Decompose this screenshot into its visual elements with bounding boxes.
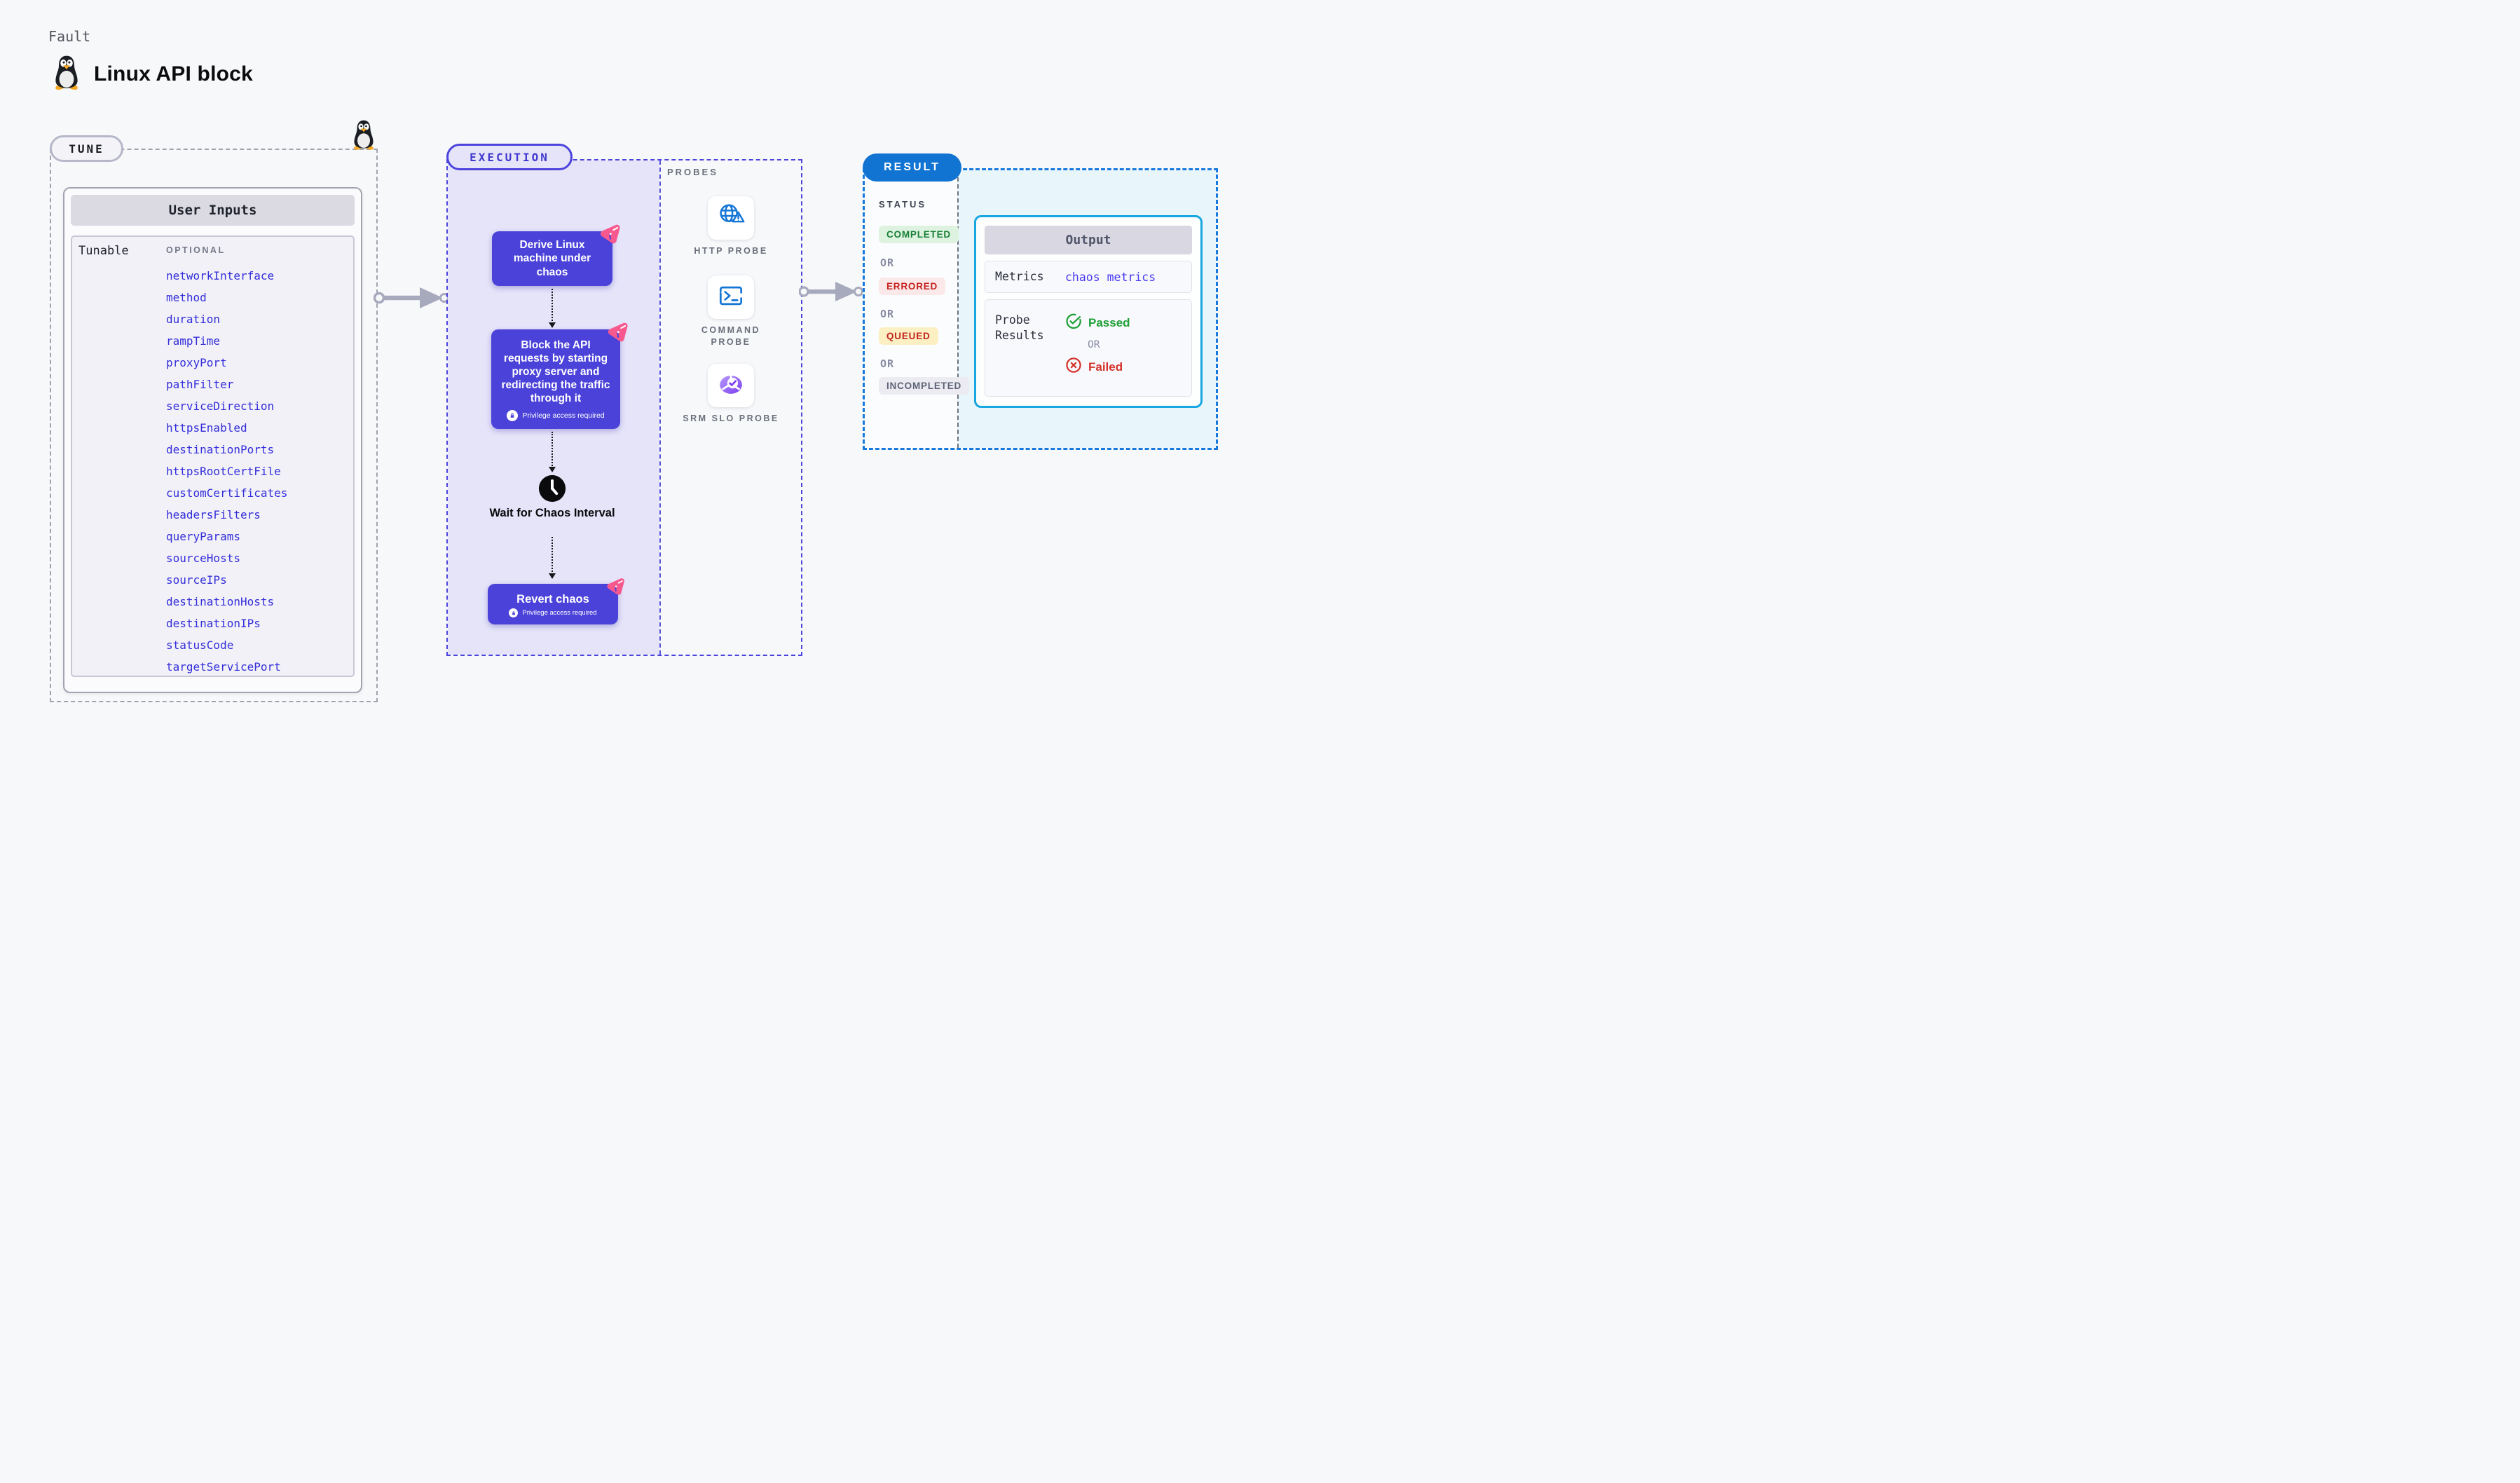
tune-section-box xyxy=(50,149,378,702)
execution-pill: EXECUTION xyxy=(446,144,573,170)
status-badge-queued: QUEUED xyxy=(879,327,938,345)
step-revert-chaos: Revert chaos Privilege access required xyxy=(488,578,624,624)
tune-pill: TUNE xyxy=(50,135,123,162)
wait-chaos-interval-label: Wait for Chaos Interval xyxy=(489,507,615,519)
param-link[interactable]: sourceHosts xyxy=(166,552,240,565)
probes-section-label: PROBES xyxy=(667,167,718,177)
param-link[interactable]: headersFilters xyxy=(166,508,261,521)
flow-arrowhead-icon xyxy=(549,573,556,579)
execution-to-result-arrow xyxy=(799,279,865,304)
clock-icon xyxy=(537,474,567,507)
http-probe-label: HTTP PROBE xyxy=(694,246,768,256)
or-label: OR xyxy=(880,257,895,269)
step-revert-label: Revert chaos xyxy=(516,592,589,606)
srm-slo-probe-label: SRM SLO PROBE xyxy=(683,414,779,423)
execution-probes-divider xyxy=(659,160,661,655)
probe-results-row: Probe Results Passed OR xyxy=(985,299,1192,397)
probe-results-label: Probe Results xyxy=(995,313,1044,343)
param-link[interactable]: networkInterface xyxy=(166,269,275,282)
privilege-label: Privilege access required xyxy=(522,411,605,421)
param-link[interactable]: httpsRootCertFile xyxy=(166,465,281,478)
user-inputs-list-box xyxy=(71,235,355,677)
privilege-badge: Privilege access required xyxy=(507,410,605,422)
param-link[interactable]: proxyPort xyxy=(166,356,227,369)
or-label: OR xyxy=(880,357,895,370)
passed-label: Passed xyxy=(1088,315,1130,329)
param-link[interactable]: customCertificates xyxy=(166,486,288,500)
check-circle-icon xyxy=(1065,313,1082,333)
terminal-icon xyxy=(715,280,746,315)
srm-slo-probe-card xyxy=(708,364,754,407)
or-label: OR xyxy=(1088,339,1100,350)
param-link[interactable]: httpsEnabled xyxy=(166,421,247,435)
page-title: Linux API block xyxy=(94,62,253,86)
or-label: OR xyxy=(880,308,895,320)
execution-section-box xyxy=(446,159,802,656)
command-probe-label: COMMAND PROBE xyxy=(701,325,761,347)
result-pill: RESULT xyxy=(863,153,961,182)
status-badge-incompleted: INCOMPLETED xyxy=(879,377,970,395)
privilege-badge: Privilege access required xyxy=(509,608,597,618)
param-link[interactable]: destinationIPs xyxy=(166,617,261,630)
param-link[interactable]: destinationPorts xyxy=(166,443,275,456)
output-title: Output xyxy=(985,226,1192,254)
tunable-params-list: networkInterface method duration rampTime pr… xyxy=(166,265,348,678)
slo-donut-icon xyxy=(715,368,747,404)
user-inputs-title: User Inputs xyxy=(71,195,355,226)
chaos-logo-badge-icon xyxy=(605,320,629,344)
param-link[interactable]: method xyxy=(166,291,207,304)
failed-label: Failed xyxy=(1088,360,1123,374)
result-divider xyxy=(957,170,959,448)
flow-arrowhead-icon xyxy=(549,322,556,328)
param-link[interactable]: serviceDirection xyxy=(166,399,275,413)
privilege-label: Privilege access required xyxy=(522,609,597,617)
command-probe-card xyxy=(708,275,754,319)
param-link[interactable]: duration xyxy=(166,313,221,326)
param-link[interactable]: queryParams xyxy=(166,530,240,543)
metrics-row: Metrics chaos metrics xyxy=(985,261,1192,293)
tux-penguin-icon-small xyxy=(351,119,376,153)
lock-icon xyxy=(507,410,519,422)
chaos-logo-badge-icon xyxy=(605,576,626,597)
status-badge-errored: ERRORED xyxy=(879,278,946,295)
status-badge-completed: COMPLETED xyxy=(879,226,959,243)
fault-kicker: Fault xyxy=(48,28,91,45)
step-derive-label: Derive Linux machine under chaos xyxy=(513,239,591,278)
param-link[interactable]: statusCode xyxy=(166,638,234,652)
metrics-label: Metrics xyxy=(995,269,1044,283)
step-derive-machine: Derive Linux machine under chaos xyxy=(492,224,620,286)
step-block-api: Block the API requests by starting proxy… xyxy=(491,322,628,429)
step-block-label: Block the API requests by starting proxy… xyxy=(501,339,610,405)
tune-to-execution-arrow xyxy=(374,285,451,310)
tunable-column-label: Tunable xyxy=(78,244,129,258)
globe-alert-icon xyxy=(715,200,747,236)
param-link[interactable]: sourceIPs xyxy=(166,573,227,587)
flow-arrowhead-icon xyxy=(549,467,556,472)
param-link[interactable]: targetServicePort xyxy=(166,660,281,674)
param-link[interactable]: destinationHosts xyxy=(166,595,275,608)
x-circle-icon xyxy=(1065,357,1082,377)
lock-icon xyxy=(509,608,519,618)
flow-connector xyxy=(552,289,553,324)
chaos-metrics-link[interactable]: chaos metrics xyxy=(1065,270,1156,284)
chaos-logo-badge-icon xyxy=(598,222,622,246)
flow-connector xyxy=(552,537,553,575)
flow-connector xyxy=(552,432,553,468)
output-card: Output Metrics chaos metrics Probe Resul… xyxy=(974,215,1203,408)
param-link[interactable]: rampTime xyxy=(166,334,221,348)
param-link[interactable]: pathFilter xyxy=(166,378,234,391)
tux-penguin-icon xyxy=(52,55,81,93)
http-probe-card xyxy=(708,196,754,240)
status-label: STATUS xyxy=(879,199,927,210)
linux-api-block-diagram: Fault Linux API block TUNE xyxy=(0,0,1260,742)
optional-tag: OPTIONAL xyxy=(166,245,226,255)
